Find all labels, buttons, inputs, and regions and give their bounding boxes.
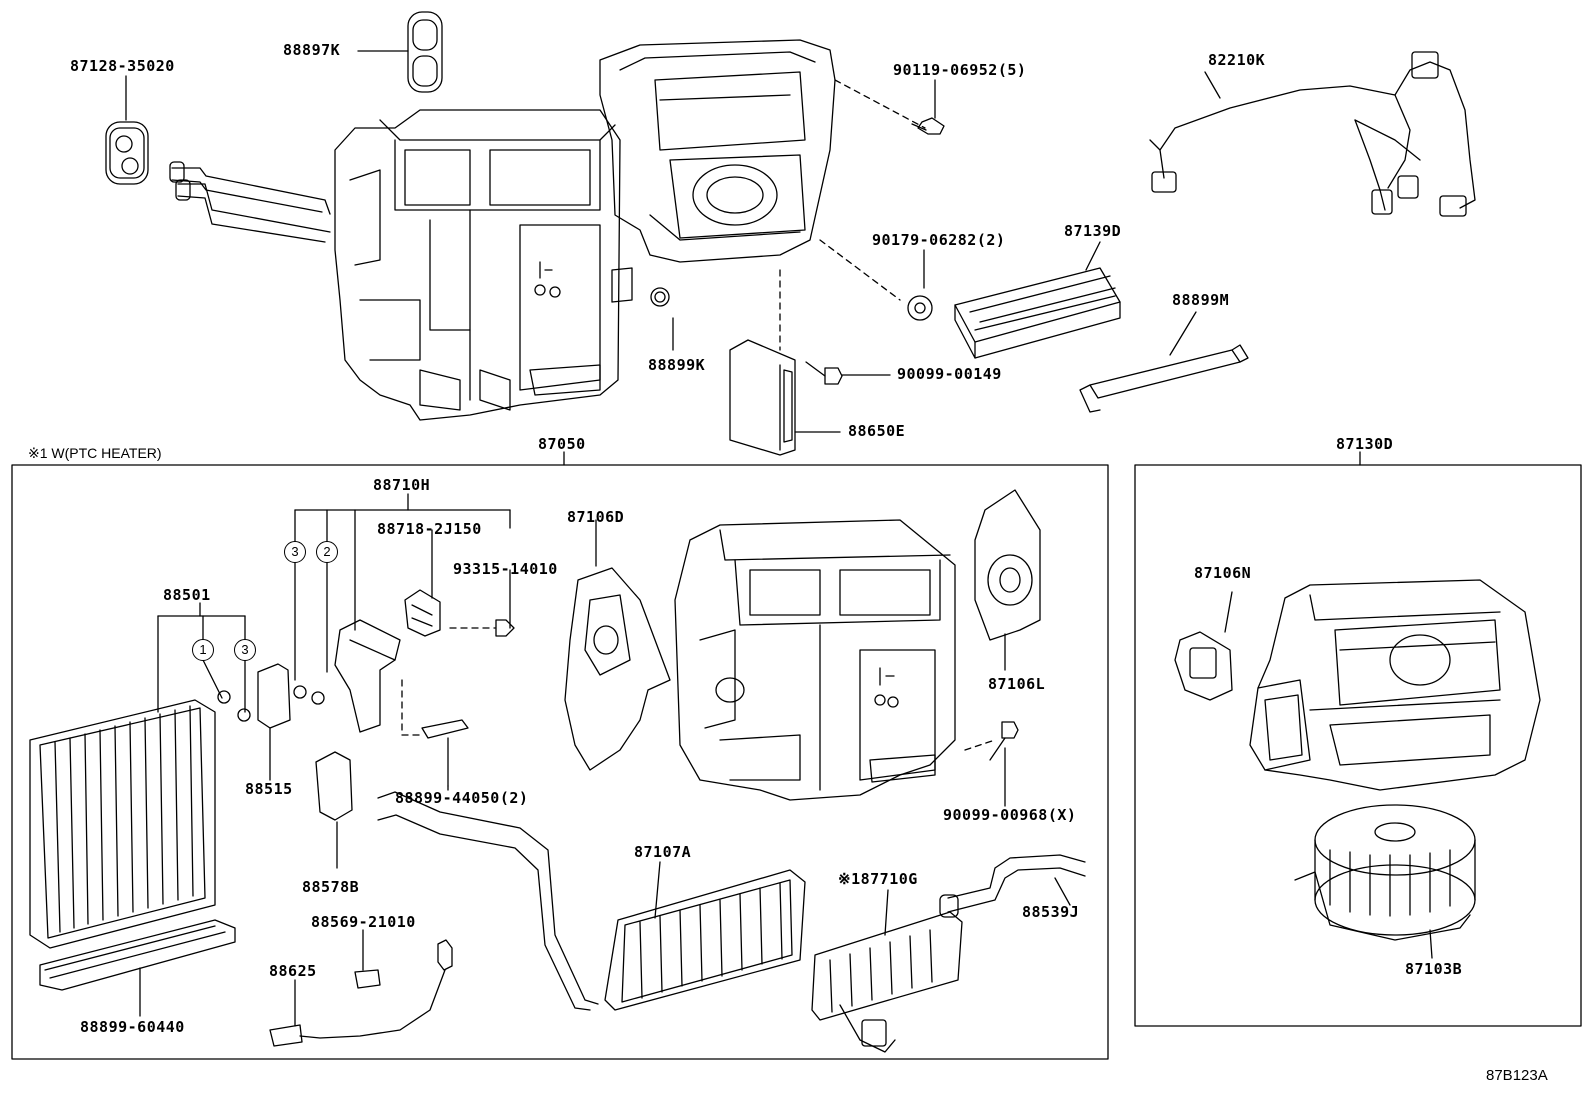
label-87106d: 87106D [567, 508, 625, 526]
nut-90179-06282 [907, 249, 933, 321]
bracket-88501 [157, 602, 246, 713]
blower-motor-87103b [1294, 804, 1476, 959]
screw-90099-00968 [964, 721, 1019, 807]
callout-1: 1 [192, 639, 214, 661]
label-88899k: 88899K [648, 356, 706, 374]
bracket-88710h [294, 493, 511, 681]
ptc-heater-87710g [811, 889, 963, 1053]
label-88718-2j150: 88718-2J150 [377, 520, 482, 538]
label-88578b: 88578B [302, 878, 360, 896]
label-88539j: 88539J [1022, 903, 1080, 921]
pipe-fittings [334, 589, 515, 787]
label-88899m: 88899M [1172, 291, 1230, 309]
label-87130d: 87130D [1336, 435, 1394, 453]
screw-90099-00149 [805, 361, 891, 385]
expansion-valve-88515 [257, 663, 325, 781]
label-87050: 87050 [538, 435, 586, 453]
top-hvac-assembly [169, 39, 926, 421]
foam-88578b [315, 751, 353, 869]
label-88710h: 88710H [373, 476, 431, 494]
label-87128-35020: 87128-35020 [70, 57, 175, 75]
side-plate-87106l [974, 489, 1041, 671]
label-82210k: 82210K [1208, 51, 1266, 69]
callout-3-right: 3 [234, 639, 256, 661]
label-90099-00149: 90099-00149 [897, 365, 1002, 383]
label-87107a: 87107A [634, 843, 692, 861]
grommet-87128-35020 [105, 75, 149, 185]
screw-90119-06952 [911, 79, 945, 135]
figure-code: 87B123A [1486, 1067, 1548, 1084]
callout-3-left: 3 [284, 541, 306, 563]
actuator-87106n [1174, 591, 1233, 701]
label-90179-06282: 90179-06282(2) [872, 231, 1006, 249]
ecu-88650e [729, 339, 841, 456]
label-88569-21010: 88569-21010 [311, 913, 416, 931]
evaporator [29, 690, 251, 949]
wire-harness-82210k [1149, 51, 1476, 217]
label-87103b: 87103B [1405, 960, 1463, 978]
label-88650e: 88650E [848, 422, 906, 440]
pipe-88539j [939, 854, 1086, 918]
label-88515: 88515 [245, 780, 293, 798]
side-plate-87106d [564, 519, 671, 771]
thermistor-88625 [269, 929, 453, 1047]
ptc-heater-note: ※1 W(PTC HEATER) [28, 445, 162, 461]
evaporator-cover-88899-60440 [39, 919, 236, 1017]
heater-core-87107a [377, 791, 806, 1011]
label-88899-60440: 88899-60440 [80, 1018, 185, 1036]
label-88899-44050: 88899-44050(2) [395, 789, 529, 807]
callout-2: 2 [316, 541, 338, 563]
label-87106l: 87106L [988, 675, 1046, 693]
blower-unit-box [1134, 464, 1582, 1027]
label-87106n: 87106N [1194, 564, 1252, 582]
filter-cover-88899m [1079, 311, 1249, 413]
label-87710g: ※187710G [838, 870, 918, 888]
air-filter-87139d [954, 241, 1121, 359]
center-housing [674, 519, 956, 801]
blower-housing-87130d [1249, 579, 1541, 791]
label-93315-14010: 93315-14010 [453, 560, 558, 578]
label-90119-06952: 90119-06952(5) [893, 61, 1027, 79]
label-88897k: 88897K [283, 41, 341, 59]
main-unit-box [11, 464, 1109, 1060]
label-88501: 88501 [163, 586, 211, 604]
label-88625: 88625 [269, 962, 317, 980]
label-90099-00968: 90099-00968(X) [943, 806, 1077, 824]
label-87139d: 87139D [1064, 222, 1122, 240]
grommet-88897k [357, 11, 443, 93]
